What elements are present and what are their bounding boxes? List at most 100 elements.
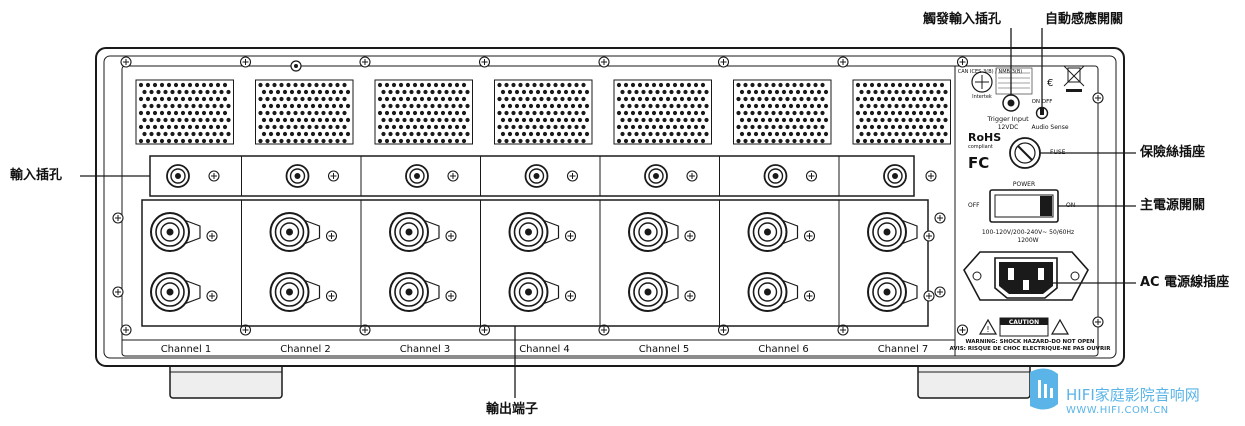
trigger-voltage: 12VDC <box>998 124 1019 131</box>
top-screw <box>956 56 969 68</box>
can-ices-text: CAN ICES-3(B) / NMB-3(B) <box>958 69 1023 75</box>
svg-text:!: ! <box>986 325 989 334</box>
vent-grille <box>733 79 832 145</box>
input-jack[interactable] <box>763 164 788 188</box>
output-screw <box>564 290 577 302</box>
callout-output-terminals: 輸出端子 <box>486 402 539 417</box>
side-screw <box>934 286 946 298</box>
rohs-sub: compliant <box>968 144 993 150</box>
input-strip-screw <box>447 170 459 182</box>
watermark-url: WWW.HIFI.COM.CN <box>1066 405 1169 416</box>
bottom-screw <box>837 324 849 336</box>
top-screw <box>598 56 610 68</box>
speaker-binding-post[interactable] <box>867 272 918 312</box>
speaker-binding-post[interactable] <box>150 212 201 252</box>
speaker-binding-post[interactable] <box>628 272 679 312</box>
output-terminal-block <box>141 199 929 327</box>
top-screw <box>717 56 730 68</box>
speaker-binding-post[interactable] <box>150 272 201 312</box>
bottom-screw <box>478 324 491 336</box>
channel-label: Channel 2 <box>280 344 331 355</box>
side-screw <box>112 212 124 224</box>
callout-auto-sense: 自動感應開關 <box>1045 12 1124 27</box>
side-screw <box>1092 92 1104 104</box>
vent-grille <box>494 79 593 145</box>
bottom-screw <box>359 324 371 336</box>
callout-ac-inlet: AC 電源線插座 <box>1140 275 1230 290</box>
vent-grille <box>613 79 712 145</box>
speaker-binding-post[interactable] <box>747 272 799 312</box>
bottom-screw <box>598 324 610 336</box>
output-screw <box>684 230 696 242</box>
bottom-screw <box>239 324 252 336</box>
input-strip-screw <box>925 170 937 182</box>
ac-power-inlet[interactable] <box>963 251 1089 301</box>
svg-text:€: € <box>1047 78 1053 89</box>
input-strip-screw <box>208 170 220 182</box>
vent-grille <box>135 79 234 145</box>
trigger-input-jack[interactable] <box>1002 94 1020 112</box>
input-jack[interactable] <box>405 164 429 188</box>
input-jack[interactable] <box>883 164 907 188</box>
channel-label: Channel 5 <box>639 344 690 355</box>
callout-leaders <box>80 28 1136 398</box>
input-strip-screw <box>686 170 698 182</box>
input-jack[interactable] <box>166 164 190 188</box>
weee-bin-icon <box>1063 65 1085 92</box>
vent-grille <box>852 79 951 145</box>
speaker-binding-post[interactable] <box>269 272 321 312</box>
output-screw <box>923 230 935 242</box>
input-strip-screw <box>805 170 818 182</box>
watermark-title: HIFI家庭影院音响网 <box>1066 386 1200 404</box>
bottom-screw <box>717 324 730 336</box>
caution-title: CAUTION <box>1009 319 1039 326</box>
speaker-binding-post[interactable] <box>628 212 679 252</box>
voltage-rating: 100-120V/200-240V~ 50/60Hz <box>982 229 1074 236</box>
input-strip-screw <box>566 170 579 182</box>
warning-line-1: WARNING: SHOCK HAZARD-DO NOT OPEN <box>965 339 1094 345</box>
speaker-binding-post[interactable] <box>508 272 560 312</box>
channel-label: Channel 7 <box>878 344 929 355</box>
watermark-logo <box>1030 368 1058 410</box>
speaker-binding-post[interactable] <box>508 212 560 252</box>
input-jacks <box>166 156 937 196</box>
callout-fuse: 保險絲插座 <box>1140 145 1206 160</box>
channel-label: Channel 6 <box>758 344 809 355</box>
output-screw <box>445 290 457 302</box>
vent-grille <box>255 79 354 145</box>
intertek-text: Intertek <box>972 94 992 100</box>
input-jack[interactable] <box>644 164 668 188</box>
output-screw <box>206 230 218 242</box>
left-foot <box>169 363 283 399</box>
spec-table <box>995 67 1033 95</box>
wattage: 1200W <box>1017 237 1038 244</box>
speaker-binding-post[interactable] <box>747 212 799 252</box>
input-jack[interactable] <box>524 164 549 188</box>
top-screw <box>478 56 491 68</box>
speaker-binding-post[interactable] <box>867 212 918 252</box>
callout-input-jacks: 輸入插孔 <box>10 168 63 183</box>
channel-label: Channel 1 <box>161 344 212 355</box>
speaker-binding-post[interactable] <box>389 212 440 252</box>
vent-grilles <box>135 79 951 145</box>
ce-mark: € <box>1047 78 1053 89</box>
speaker-binding-post[interactable] <box>269 212 321 252</box>
chassis-screws <box>112 56 1104 336</box>
output-screw <box>325 230 338 242</box>
input-jack[interactable] <box>285 164 310 188</box>
output-screw <box>445 230 457 242</box>
power-off-label: OFF <box>968 202 980 209</box>
output-screw <box>923 290 935 302</box>
fuse-holder[interactable] <box>1009 137 1041 169</box>
output-screw <box>325 290 338 302</box>
etl-mark <box>971 71 993 93</box>
side-screw <box>934 212 946 224</box>
audio-sense-switch[interactable] <box>1035 106 1049 120</box>
output-screw <box>684 290 696 302</box>
main-power-switch[interactable] <box>989 189 1059 223</box>
speaker-binding-post[interactable] <box>389 272 440 312</box>
top-screw <box>837 56 849 68</box>
output-screw <box>206 290 218 302</box>
rohs-mark: RoHS <box>968 131 1001 144</box>
